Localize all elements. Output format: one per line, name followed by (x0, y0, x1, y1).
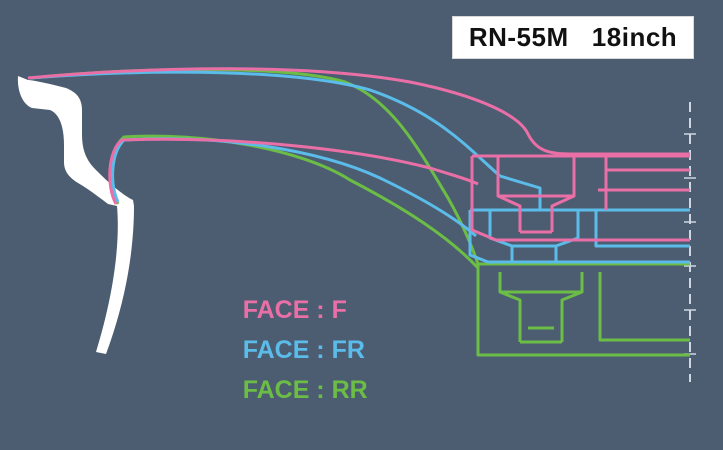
legend: FACE : F FACE : FR FACE : RR (201, 250, 371, 404)
profile-face-f (27, 67, 690, 242)
rim-barrel-section (17, 76, 135, 354)
wheel-size: 18inch (591, 22, 678, 52)
wheel-profile-diagram: RN-55M 18inch FACE : F FACE : FR FACE : … (17, 16, 696, 404)
wheel-cross-section-drawing (17, 67, 696, 382)
legend-label: FACE : RR (242, 376, 368, 404)
model-title-box: RN-55M 18inch (452, 16, 694, 59)
profile-face-rr (29, 67, 690, 357)
legend-label: FACE : FR (242, 336, 365, 364)
legend-label: FACE : F (242, 296, 347, 324)
legend-item-face-f: FACE : F (201, 250, 371, 324)
legend-item-face-rr: FACE : RR (201, 330, 371, 404)
legend-item-face-fr: FACE : FR (201, 290, 371, 364)
model-name: RN-55M (468, 22, 569, 52)
profile-face-fr (29, 70, 690, 264)
